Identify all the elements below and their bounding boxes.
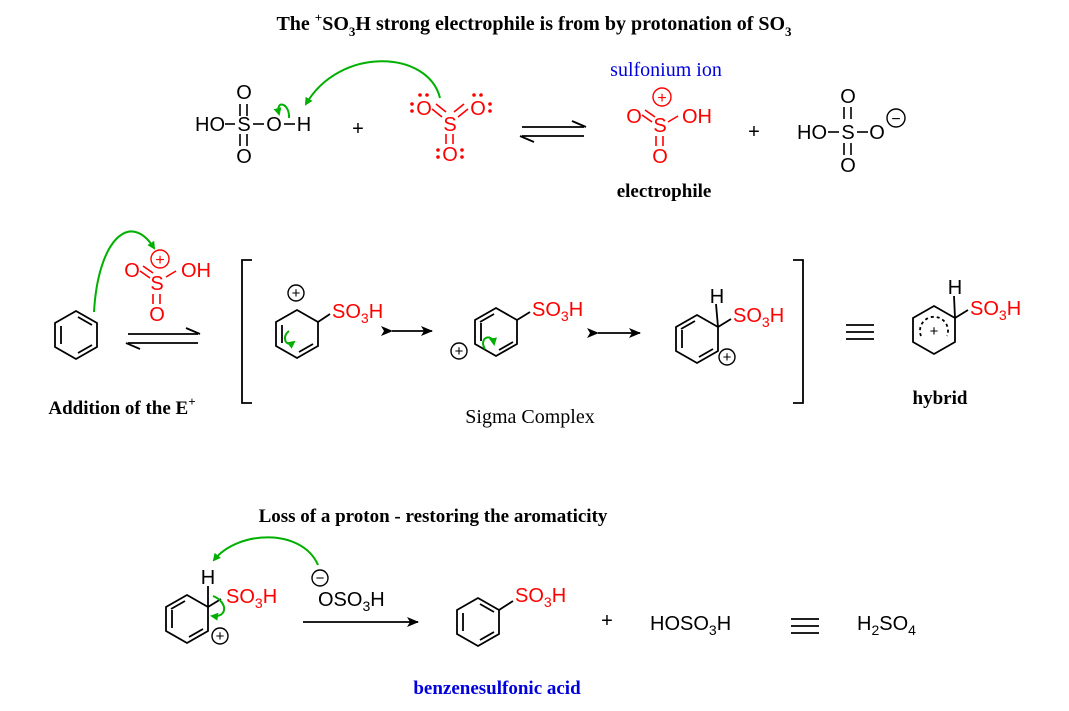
svg-text:HO: HO bbox=[797, 122, 827, 144]
svg-text:OH: OH bbox=[181, 260, 211, 282]
bracket-left bbox=[241, 259, 252, 404]
svg-text:+: + bbox=[723, 349, 732, 366]
step3-title: Loss of a proton - restoring the aromati… bbox=[259, 506, 608, 527]
svg-text:H: H bbox=[948, 277, 962, 299]
svg-text:HO: HO bbox=[195, 114, 225, 136]
equivalence-sign-2 bbox=[791, 618, 819, 634]
equilibrium-arrow-1 bbox=[519, 120, 587, 143]
sulfuric-acid-formula: H2SO4 bbox=[857, 613, 916, 638]
svg-text:SO3H: SO3H bbox=[332, 301, 383, 326]
svg-text:S: S bbox=[443, 114, 456, 136]
svg-text:O: O bbox=[266, 114, 282, 136]
sigma-complex-resonance-2: + SO3H bbox=[450, 299, 583, 360]
svg-text:O: O bbox=[652, 146, 668, 168]
curved-arrow-base-attack bbox=[212, 536, 319, 566]
svg-text:+: + bbox=[155, 252, 164, 269]
curved-arrow-so3-to-h bbox=[304, 60, 441, 106]
svg-text:O: O bbox=[236, 146, 252, 168]
svg-text:SO3H: SO3H bbox=[733, 305, 784, 330]
curved-arrow-oh bbox=[273, 103, 291, 119]
svg-text:O: O bbox=[416, 98, 432, 120]
curved-arrow-benzene-attack bbox=[93, 230, 156, 313]
hybrid-structure: H + SO3H bbox=[912, 277, 1021, 356]
svg-text:+: + bbox=[455, 343, 464, 360]
lone-pair-dots bbox=[410, 93, 492, 159]
bisulfate-ion: O HO S O O − bbox=[797, 86, 906, 177]
plus-2: + bbox=[748, 121, 760, 143]
svg-text:O: O bbox=[442, 144, 458, 166]
svg-text:S: S bbox=[841, 122, 854, 144]
hoso3h: HOSO3H bbox=[650, 613, 731, 638]
sigma-complex-resonance-1: + SO3H bbox=[275, 284, 383, 360]
svg-text:S: S bbox=[237, 114, 250, 136]
svg-text:+: + bbox=[292, 285, 301, 302]
title: The +SO3H strong electrophile is from by… bbox=[276, 10, 792, 39]
plus-1: + bbox=[352, 118, 364, 140]
electrophile: + O S OH O bbox=[626, 87, 712, 168]
svg-text:S: S bbox=[653, 115, 666, 137]
bisulfate-base: − OSO3H bbox=[311, 569, 385, 614]
svg-text:SO3H: SO3H bbox=[970, 298, 1021, 323]
svg-text:O: O bbox=[149, 304, 165, 326]
svg-text:O: O bbox=[840, 155, 856, 177]
electrophile-label: electrophile bbox=[617, 181, 712, 202]
svg-text:OSO3H: OSO3H bbox=[318, 589, 385, 614]
svg-text:O: O bbox=[470, 98, 486, 120]
sigma-complex-label: Sigma Complex bbox=[465, 406, 594, 428]
svg-text:−: − bbox=[316, 570, 325, 587]
sulfonium-label: sulfonium ion bbox=[610, 59, 722, 81]
svg-text:H: H bbox=[297, 114, 311, 136]
addition-label: Addition of the E+ bbox=[48, 394, 195, 419]
product-label: benzenesulfonic acid bbox=[413, 678, 581, 699]
svg-text:−: − bbox=[891, 111, 900, 128]
svg-text:+: + bbox=[216, 628, 225, 645]
electrophile-step2: + O S OH O bbox=[124, 249, 211, 326]
svg-text:SO3H: SO3H bbox=[515, 585, 566, 610]
svg-text:S: S bbox=[150, 273, 163, 295]
benzene-reactant bbox=[54, 309, 98, 361]
sigma-complex-step3: H + SO3H bbox=[165, 567, 277, 645]
curved-arrow-ch-bond bbox=[210, 595, 226, 621]
svg-text:O: O bbox=[869, 122, 885, 144]
plus-3: + bbox=[601, 610, 613, 632]
svg-text:SO3H: SO3H bbox=[532, 299, 583, 324]
svg-text:+: + bbox=[930, 323, 939, 340]
svg-text:OH: OH bbox=[682, 106, 712, 128]
svg-text:O: O bbox=[236, 82, 252, 104]
svg-text:H: H bbox=[710, 286, 724, 308]
equivalence-sign-1 bbox=[846, 324, 874, 340]
svg-text:O: O bbox=[124, 260, 140, 282]
svg-text:O: O bbox=[626, 106, 642, 128]
svg-text:H: H bbox=[201, 567, 215, 589]
bracket-right bbox=[793, 259, 804, 404]
svg-text:+: + bbox=[657, 90, 666, 107]
sulfur-trioxide: O S O O bbox=[410, 93, 492, 166]
svg-text:O: O bbox=[840, 86, 856, 108]
sigma-complex-resonance-3: H + SO3H bbox=[675, 286, 784, 366]
svg-text:SO3H: SO3H bbox=[226, 586, 277, 611]
hybrid-label: hybrid bbox=[913, 388, 968, 409]
benzenesulfonic-acid: SO3H bbox=[456, 585, 566, 648]
sulfuric-acid: O HO S O H O bbox=[195, 82, 311, 168]
equilibrium-arrow-2 bbox=[125, 327, 201, 350]
